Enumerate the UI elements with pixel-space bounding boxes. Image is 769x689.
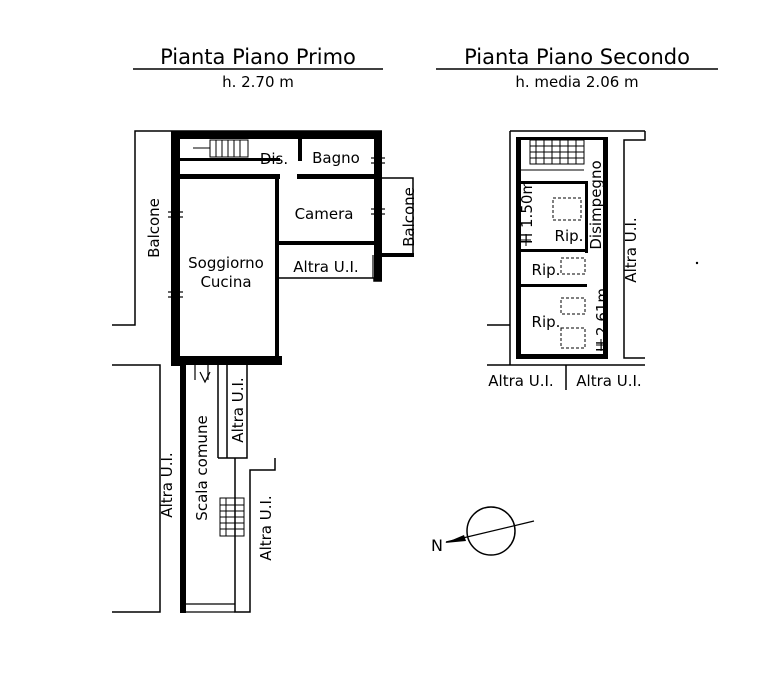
building-outline-left: [112, 364, 161, 613]
wall-inner-west: [516, 137, 521, 359]
first-floor-title: Pianta Piano Primo: [160, 45, 356, 69]
stair-second-floor: [521, 139, 585, 171]
altra-ui-box-line: [279, 277, 382, 282]
stray-dot: [695, 261, 699, 265]
wall-inner-east: [603, 137, 608, 359]
room-label-dis: Dis.: [260, 150, 288, 168]
outline-right: [623, 131, 646, 359]
wall-camera-south: [277, 241, 375, 245]
wall-living-north: [180, 174, 280, 179]
room-label-bagno: Bagno: [312, 149, 360, 167]
room-label-altra-ui-right: Altra U.I.: [622, 217, 640, 282]
stair-top: [193, 139, 249, 158]
height-label-top: H 1.50m: [518, 180, 536, 244]
second-floor-title: Pianta Piano Secondo: [464, 45, 690, 69]
wall-corridor-lower: [180, 158, 280, 161]
wall-south: [171, 356, 282, 365]
room-label-rip-bottom: Rip.: [532, 313, 561, 331]
height-label-bottom: H 2.61m: [593, 288, 611, 352]
room-label-altra-ui-left: Altra U.I.: [158, 452, 176, 517]
room-label-scala-comune: Scala comune: [193, 415, 211, 520]
room-label-camera: Camera: [295, 205, 354, 223]
common-stair-area: [180, 365, 276, 613]
window-marks: [168, 157, 385, 380]
wall-east: [374, 131, 382, 281]
wall-north: [171, 131, 382, 139]
wall-camera-north: [297, 174, 375, 179]
second-floor-header: Pianta Piano Secondo h. media 2.06 m: [436, 45, 718, 91]
wall-bagno-west: [298, 139, 302, 161]
second-floor-plan: Rip. Rip. Rip. Disimpegno Altra U.I. H 1…: [487, 130, 646, 390]
room-label-cucina: Cucina: [200, 273, 251, 291]
compass-label: N: [431, 536, 443, 555]
room-label-disimpegno: Disimpegno: [587, 160, 605, 249]
wall-disimpegno-side: [585, 181, 588, 253]
room-label-rip-middle: Rip.: [532, 261, 561, 279]
room-label-altra-ui-far-right: Altra U.I.: [257, 495, 275, 560]
wall-rip-divider-1: [521, 249, 587, 252]
compass-circle: [466, 506, 516, 556]
balcony-right: [382, 177, 414, 257]
room-label-balcone-left: Balcone: [145, 198, 163, 258]
room-label-altra-ui-bottom-right: Altra U.I.: [576, 372, 641, 390]
wall-stair-south: [521, 181, 587, 184]
compass-arrow-icon: [445, 535, 466, 543]
wall-west: [171, 131, 180, 366]
wall-inner-south: [516, 354, 608, 359]
skylights: [552, 197, 586, 349]
room-label-rip-top: Rip.: [555, 227, 584, 245]
room-label-altra-ui-bottom: Altra U.I.: [293, 258, 358, 276]
room-label-soggiorno: Soggiorno: [188, 254, 264, 272]
first-floor-header: Pianta Piano Primo h. 2.70 m: [133, 45, 383, 91]
wall-rip-divider-2: [521, 284, 587, 287]
wall-inner-north: [516, 137, 608, 140]
first-floor-height: h. 2.70 m: [222, 73, 294, 91]
second-floor-height: h. media 2.06 m: [515, 73, 638, 91]
room-label-altra-ui-stair: Altra U.I.: [229, 377, 247, 442]
height-markers: [521, 234, 606, 351]
first-floor-plan: Dis. Bagno Camera Soggiorno Cucina Altra…: [112, 130, 418, 613]
north-compass: N: [431, 506, 535, 556]
room-label-balcone-right: Balcone: [400, 187, 418, 247]
wall-living-east: [275, 175, 279, 363]
room-label-altra-ui-bottom-left: Altra U.I.: [488, 372, 553, 390]
